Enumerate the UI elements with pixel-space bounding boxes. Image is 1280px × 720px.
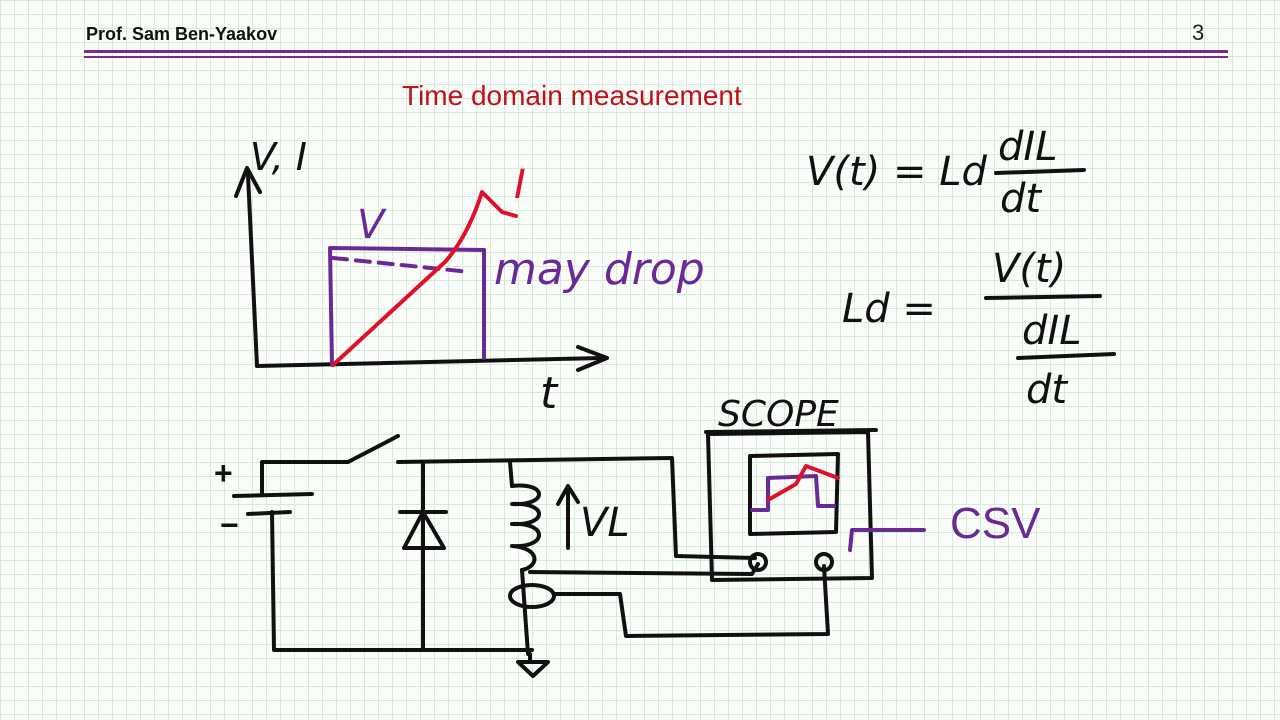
probe-cable [552, 564, 830, 638]
csv-output-line [848, 528, 926, 552]
header-rule-bottom [84, 56, 1228, 58]
voltage-pulse [328, 246, 486, 367]
wire-battery-to-switch [260, 460, 350, 496]
equation-1-lhs: V(t) = Ld [806, 149, 987, 195]
battery-minus-label: − [220, 507, 239, 543]
x-axis-arrowhead-icon [576, 345, 609, 372]
equation-2-fraction-bar [984, 294, 1102, 300]
inductor-wire-bottom [520, 568, 530, 656]
x-axis [255, 356, 604, 368]
equation-2-numerator: V(t) [992, 246, 1066, 292]
scope-channel-1-connector-icon [748, 552, 768, 572]
voltage-label: V [357, 202, 387, 248]
equation-2-inner-fraction-bar [1016, 352, 1116, 360]
test-circuit: + − VL SCOPE CSV [214, 394, 1041, 678]
equation-2-lhs: Ld = [842, 286, 936, 332]
author-name: Prof. Sam Ben-Yaakov [86, 24, 278, 44]
equation-1-denominator: dt [1000, 176, 1042, 222]
vi-time-graph: V, I t V may drop I [234, 135, 705, 419]
equation-1-fraction-bar [994, 168, 1086, 175]
battery-icon [232, 492, 314, 516]
battery-plus-label: + [214, 455, 233, 491]
equations: V(t) = Ld dIL dt Ld = V(t) dIL dt [806, 124, 1116, 413]
y-axis [246, 173, 259, 368]
inductor-coil-icon [510, 483, 541, 572]
y-axis-arrowhead-icon [234, 166, 262, 198]
current-ramp [331, 190, 518, 367]
slide-title: Time domain measurement [402, 80, 742, 111]
scope-label: SCOPE [718, 394, 839, 435]
x-axis-label: t [540, 368, 559, 419]
may-drop-note: may drop [494, 244, 705, 295]
y-axis-label: V, I [250, 135, 307, 179]
csv-output-label: CSV [950, 499, 1041, 548]
equation-2-inner-numerator: dIL [1022, 308, 1081, 354]
ground-icon [516, 652, 550, 678]
inductor-voltage-label: VL [580, 500, 630, 546]
equation-1-numerator: dIL [998, 124, 1057, 170]
wire-return-rail [270, 510, 534, 652]
current-label: I [514, 162, 526, 208]
diode-icon [398, 510, 448, 550]
voltage-probe-cable [528, 562, 760, 576]
equation-2-denominator: dt [1026, 367, 1068, 413]
scope-label-underline [704, 428, 878, 434]
inductor-wire-top [508, 460, 514, 488]
switch-icon [346, 434, 400, 464]
current-probe-icon [508, 583, 556, 609]
slide-header: Prof. Sam Ben-Yaakov 3 [0, 0, 1280, 60]
inductor-voltage-arrow-icon [556, 484, 580, 550]
header-rule-top [84, 50, 1228, 53]
scope-channel-2-connector-icon [814, 552, 834, 572]
voltage-drop-dashed [331, 256, 472, 274]
scope-current-trace [766, 464, 840, 502]
page-number: 3 [1192, 20, 1205, 45]
scope-screen [748, 452, 840, 536]
wire-top-rail [396, 456, 757, 560]
scope-voltage-trace [750, 474, 836, 512]
